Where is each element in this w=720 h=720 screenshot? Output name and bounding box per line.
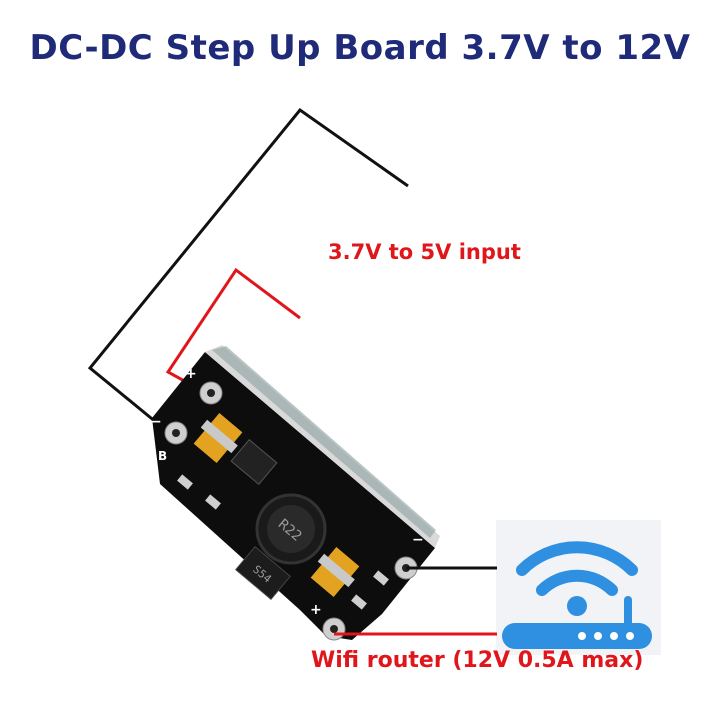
pin-label-minus-in: − <box>150 414 162 430</box>
wifi-router-icon <box>502 541 652 649</box>
pin-label-plus-out: + <box>310 602 322 618</box>
pin-label-minus-out: − <box>412 532 424 548</box>
input-negative-wire <box>87 107 409 434</box>
step-up-board <box>152 345 440 641</box>
silk-letter-b: B <box>158 449 167 463</box>
output-load-label: Wifi router (12V 0.5A max) <box>311 648 644 673</box>
silk-letter-a: A <box>142 461 152 475</box>
input-voltage-label: 3.7V to 5V input <box>328 240 521 264</box>
ic-chip <box>230 439 278 485</box>
diode <box>235 546 291 600</box>
page-title: DC-DC Step Up Board 3.7V to 12V <box>29 28 691 68</box>
pin-label-plus-in: + <box>185 366 197 382</box>
